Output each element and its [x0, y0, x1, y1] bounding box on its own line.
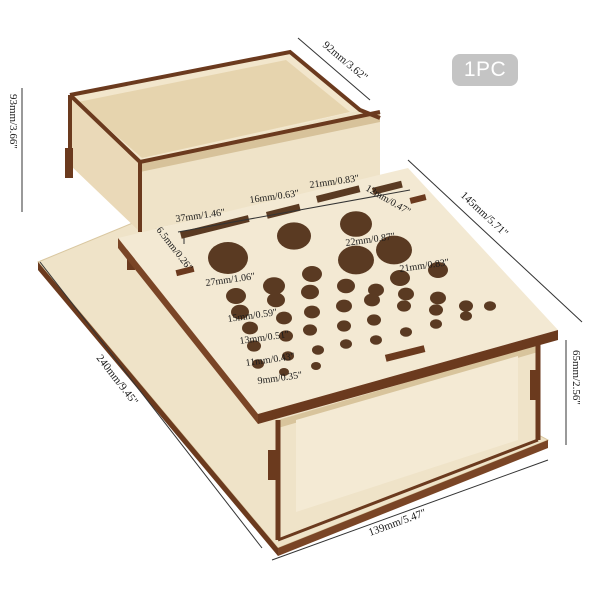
pen-slot: [315, 185, 361, 203]
brush-hole: [390, 270, 410, 286]
brush-hole: [460, 311, 472, 321]
brush-hole: [312, 345, 324, 355]
front-box: [268, 344, 541, 542]
brush-hole: [242, 321, 258, 335]
brush-holes: [208, 211, 496, 376]
brush-hole: [430, 291, 446, 305]
brush-hole: [247, 340, 261, 352]
brush-hole: [208, 242, 248, 274]
brush-hole: [282, 351, 294, 361]
brush-hole: [430, 319, 442, 329]
dimension-lines: [21, 37, 583, 561]
brush-hole: [337, 320, 351, 332]
brush-hole: [364, 293, 380, 307]
brush-hole: [276, 311, 292, 325]
brush-hole: [398, 287, 414, 301]
top-depth-label: 92mm/3.62": [320, 39, 370, 83]
pen-slot: [372, 180, 403, 195]
brush-hole: [303, 324, 317, 336]
brush-hole: [302, 266, 322, 282]
brush-hole: [370, 335, 382, 345]
brush-hole: [400, 327, 412, 337]
brush-hole: [279, 368, 289, 376]
brush-hole: [226, 288, 246, 304]
brush-hole: [277, 222, 311, 250]
brush-hole: [311, 362, 321, 370]
pen-slot: [180, 215, 250, 239]
brush-hole: [338, 245, 374, 275]
brush-hole: [337, 278, 355, 294]
brush-hole: [279, 330, 293, 342]
brush-hole: [336, 299, 352, 313]
brush-hole: [301, 284, 319, 300]
brush-hole: [376, 235, 412, 265]
brush-hole: [340, 339, 352, 349]
top-deck: [118, 168, 558, 424]
pen-slots: [180, 180, 403, 239]
brush-hole: [484, 301, 496, 311]
quantity-badge: 1PC: [452, 54, 518, 86]
brush-hole: [367, 314, 381, 326]
holder-height-label: 93mm/3.66": [7, 94, 19, 149]
brush-hole: [368, 283, 384, 297]
brush-hole: [267, 292, 285, 308]
brush-hole: [428, 262, 448, 278]
brush-hole: [263, 277, 285, 295]
brush-hole: [304, 305, 320, 319]
pen-slot: [266, 203, 301, 219]
brush-hole: [459, 300, 473, 312]
brush-hole: [340, 211, 372, 237]
back-holder: [65, 49, 381, 270]
brush-hole: [231, 304, 249, 320]
brush-hole: [397, 300, 411, 312]
brush-hole: [429, 304, 443, 316]
brush-hole: [252, 359, 264, 369]
box-height-label: 65mm/2.56": [570, 350, 582, 405]
